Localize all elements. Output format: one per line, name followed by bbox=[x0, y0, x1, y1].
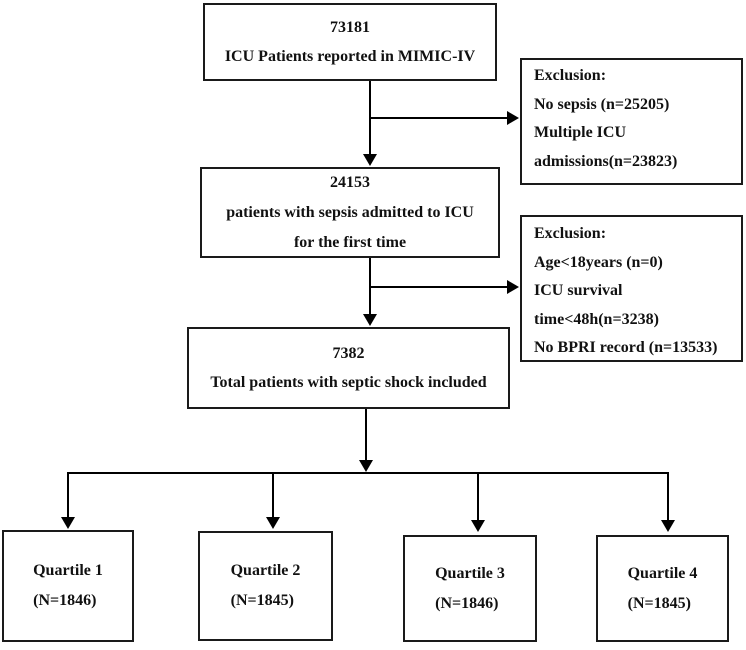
exclusion-item: ICU survival bbox=[534, 282, 623, 299]
arrow-shock-to-branch bbox=[359, 409, 373, 472]
node-label: patients with sepsis admitted to ICU bbox=[226, 203, 474, 221]
arrow-top-to-sepsis bbox=[363, 81, 377, 166]
quartile-count: (N=1845) bbox=[627, 594, 691, 612]
exclusion-heading: Exclusion: bbox=[534, 225, 607, 242]
quartile-label: Quartile 1 bbox=[33, 562, 103, 579]
node-label: ICU Patients reported in MIMIC-IV bbox=[224, 48, 476, 65]
arrow-branch-to-quartile-4 bbox=[661, 472, 675, 532]
node-label: for the first time bbox=[293, 233, 407, 251]
node-count: 73181 bbox=[330, 19, 370, 36]
exclusion-item: time<48h(n=3238) bbox=[534, 310, 659, 328]
node-exclusion-2: Exclusion: Age<18years (n=0) ICU surviva… bbox=[520, 215, 743, 362]
exclusion-item: Age<18years (n=0) bbox=[534, 253, 663, 271]
node-icu-patients: 73181 ICU Patients reported in MIMIC-IV bbox=[203, 3, 497, 81]
arrow-to-exclusion-2 bbox=[369, 280, 519, 294]
arrow-branch-to-quartile-1 bbox=[61, 472, 75, 529]
quartile-label: Quartile 2 bbox=[230, 562, 301, 579]
node-quartile-2: Quartile 2 (N=1845) bbox=[198, 531, 333, 641]
exclusion-heading: Exclusion: bbox=[534, 67, 607, 84]
quartile-count: (N=1846) bbox=[435, 594, 499, 612]
node-count: 24153 bbox=[330, 173, 370, 191]
arrow-branch-to-quartile-2 bbox=[266, 472, 280, 529]
node-label: Total patients with septic shock include… bbox=[210, 374, 487, 391]
exclusion-item: Multiple ICU bbox=[534, 124, 626, 141]
node-septic-shock-included: 7382 Total patients with septic shock in… bbox=[187, 327, 510, 409]
arrow-sepsis-to-shock bbox=[363, 258, 377, 326]
node-count: 7382 bbox=[332, 345, 365, 362]
node-quartile-3: Quartile 3 (N=1846) bbox=[403, 535, 537, 642]
exclusion-item: admissions(n=23823) bbox=[534, 152, 678, 170]
arrow-branch-to-quartile-3 bbox=[471, 472, 485, 532]
node-sepsis-first-icu: 24153 patients with sepsis admitted to I… bbox=[200, 167, 500, 258]
quartile-label: Quartile 4 bbox=[627, 564, 698, 582]
quartile-count: (N=1846) bbox=[33, 592, 97, 609]
node-exclusion-1: Exclusion: No sepsis (n=25205) Multiple … bbox=[520, 58, 743, 185]
arrow-to-exclusion-1 bbox=[369, 111, 519, 125]
exclusion-item: No sepsis (n=25205) bbox=[534, 95, 670, 113]
quartile-label: Quartile 3 bbox=[435, 564, 505, 582]
quartile-count: (N=1845) bbox=[230, 592, 294, 609]
node-quartile-4: Quartile 4 (N=1845) bbox=[596, 535, 729, 642]
exclusion-item: No BPRI record (n=13533) bbox=[534, 339, 718, 356]
node-quartile-1: Quartile 1 (N=1846) bbox=[2, 530, 134, 642]
